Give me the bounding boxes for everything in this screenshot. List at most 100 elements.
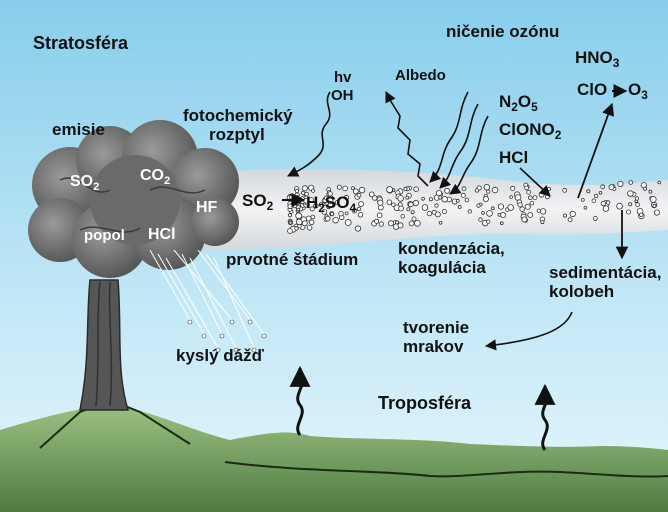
aerosol-particle xyxy=(457,205,462,209)
incoming-radiation xyxy=(429,91,489,195)
emissions-label: emisie xyxy=(52,120,105,139)
hcl-label: HCl xyxy=(499,148,529,167)
clo-label: ClO xyxy=(577,80,608,99)
aerosol-particle xyxy=(538,191,545,198)
aerosol-particle xyxy=(386,199,392,205)
aerosol-particle xyxy=(567,217,573,223)
aerosol-particle xyxy=(356,192,362,198)
aerosol-particle xyxy=(309,206,315,212)
rain-drop xyxy=(201,333,207,339)
aerosol-particle xyxy=(321,209,328,215)
rain-streak xyxy=(197,249,251,321)
rain-drop xyxy=(187,319,193,325)
aerosol-particle xyxy=(326,197,334,205)
aerosol-particle xyxy=(540,220,545,225)
aerosol-particle xyxy=(583,206,588,210)
aerosol-particle xyxy=(344,219,352,226)
aerosol-particle xyxy=(287,203,293,209)
aerosol-particle xyxy=(327,191,333,197)
aerosol-particle xyxy=(408,220,415,227)
aerosol-particle xyxy=(497,203,504,210)
aerosol-particle xyxy=(308,197,314,203)
aerosol-particle xyxy=(334,200,340,205)
aerosol-particle xyxy=(336,184,342,190)
volcanic-plume xyxy=(28,120,239,278)
aerosol-particle xyxy=(293,204,298,209)
aerosol-particle xyxy=(288,221,293,225)
rain-drop xyxy=(229,319,235,325)
aerosol-particle xyxy=(563,213,568,218)
aerosol-particle xyxy=(460,192,466,198)
aerosol-particle xyxy=(649,195,657,203)
aerosol-particle xyxy=(332,216,339,224)
aerosol-particle xyxy=(608,184,615,191)
aerosol-particle xyxy=(517,202,523,208)
aerosol-particle xyxy=(358,186,366,194)
aerosol-particle xyxy=(592,216,598,221)
aerosol-particle xyxy=(321,202,326,207)
aerosol-particle xyxy=(580,197,585,202)
n2o5-label: N2O5 xyxy=(499,92,538,115)
aerosol-particle xyxy=(301,220,308,227)
stratosphere-label: Stratosféra xyxy=(33,33,129,53)
rain-drop xyxy=(233,347,239,353)
aerosol-particle xyxy=(343,194,350,201)
aerosol-particle xyxy=(405,195,410,200)
aerosol-particle xyxy=(301,185,308,192)
aerosol-particle xyxy=(294,188,299,193)
aerosol-particle xyxy=(310,188,316,193)
aerosol-particle xyxy=(657,180,661,185)
aerosol-particle xyxy=(605,200,611,205)
aerosol-particle xyxy=(351,186,355,191)
aerosol-particle xyxy=(507,204,515,211)
aerosol-particle xyxy=(344,211,349,216)
aerosol-particle xyxy=(295,201,300,206)
aerosol-particle xyxy=(529,200,535,206)
aerosol-particle xyxy=(297,223,302,229)
aerosol-particle xyxy=(434,203,439,208)
aerosol-particle xyxy=(600,184,606,190)
plume-co2: CO2 xyxy=(140,167,171,187)
aerosol-particle xyxy=(294,226,299,231)
aerosol-particle xyxy=(593,193,599,199)
aerosol-particle xyxy=(441,196,448,203)
aerosol-particle xyxy=(397,222,404,229)
albedo-label: Albedo xyxy=(395,67,446,84)
rain-streak xyxy=(149,249,191,321)
aerosol-particle xyxy=(357,212,364,218)
clono2-label: ClONO2 xyxy=(499,120,562,143)
aerosol-particle xyxy=(467,209,472,214)
aerosol-particle xyxy=(628,180,634,185)
o3-label: O3 xyxy=(628,80,648,103)
aerosol-particle xyxy=(652,203,657,208)
plume-hcl: HCl xyxy=(148,226,176,243)
aerosol-particle xyxy=(296,207,301,212)
aerosol-particle xyxy=(398,205,405,212)
aerosol-particle xyxy=(626,209,632,215)
aerosol-particle xyxy=(461,186,467,192)
aerosol-particle xyxy=(288,195,294,200)
aerosol-particle xyxy=(354,225,362,232)
aerosol-particle xyxy=(648,189,653,194)
rain-streak xyxy=(189,257,237,349)
hv-label: hv xyxy=(334,69,352,86)
aerosol-particle xyxy=(394,220,399,225)
aerosol-particle xyxy=(287,228,293,234)
sedimentation-label: sedimentácia, kolobeh xyxy=(549,263,662,302)
aerosol-particle xyxy=(627,190,634,197)
photochem-label: fotochemický rozptyl xyxy=(183,106,293,145)
aerosol-particle xyxy=(287,213,292,218)
aerosol-particle xyxy=(474,188,480,193)
aerosol-particle xyxy=(546,186,551,191)
aerosol-particle xyxy=(403,186,408,191)
aerosol-particle xyxy=(413,186,419,193)
aerosol-particle xyxy=(602,205,610,212)
aerosol-particle xyxy=(476,203,481,208)
aerosol-particle xyxy=(428,197,433,202)
condensation-label: kondenzácia, koagulácia xyxy=(398,239,505,278)
aerosol-particle xyxy=(464,197,470,203)
aerosol-particle xyxy=(526,189,532,195)
reaction-so2: SO2 xyxy=(242,191,274,214)
acid-rain-streaks xyxy=(149,249,267,353)
aerosol-particle xyxy=(482,195,489,202)
